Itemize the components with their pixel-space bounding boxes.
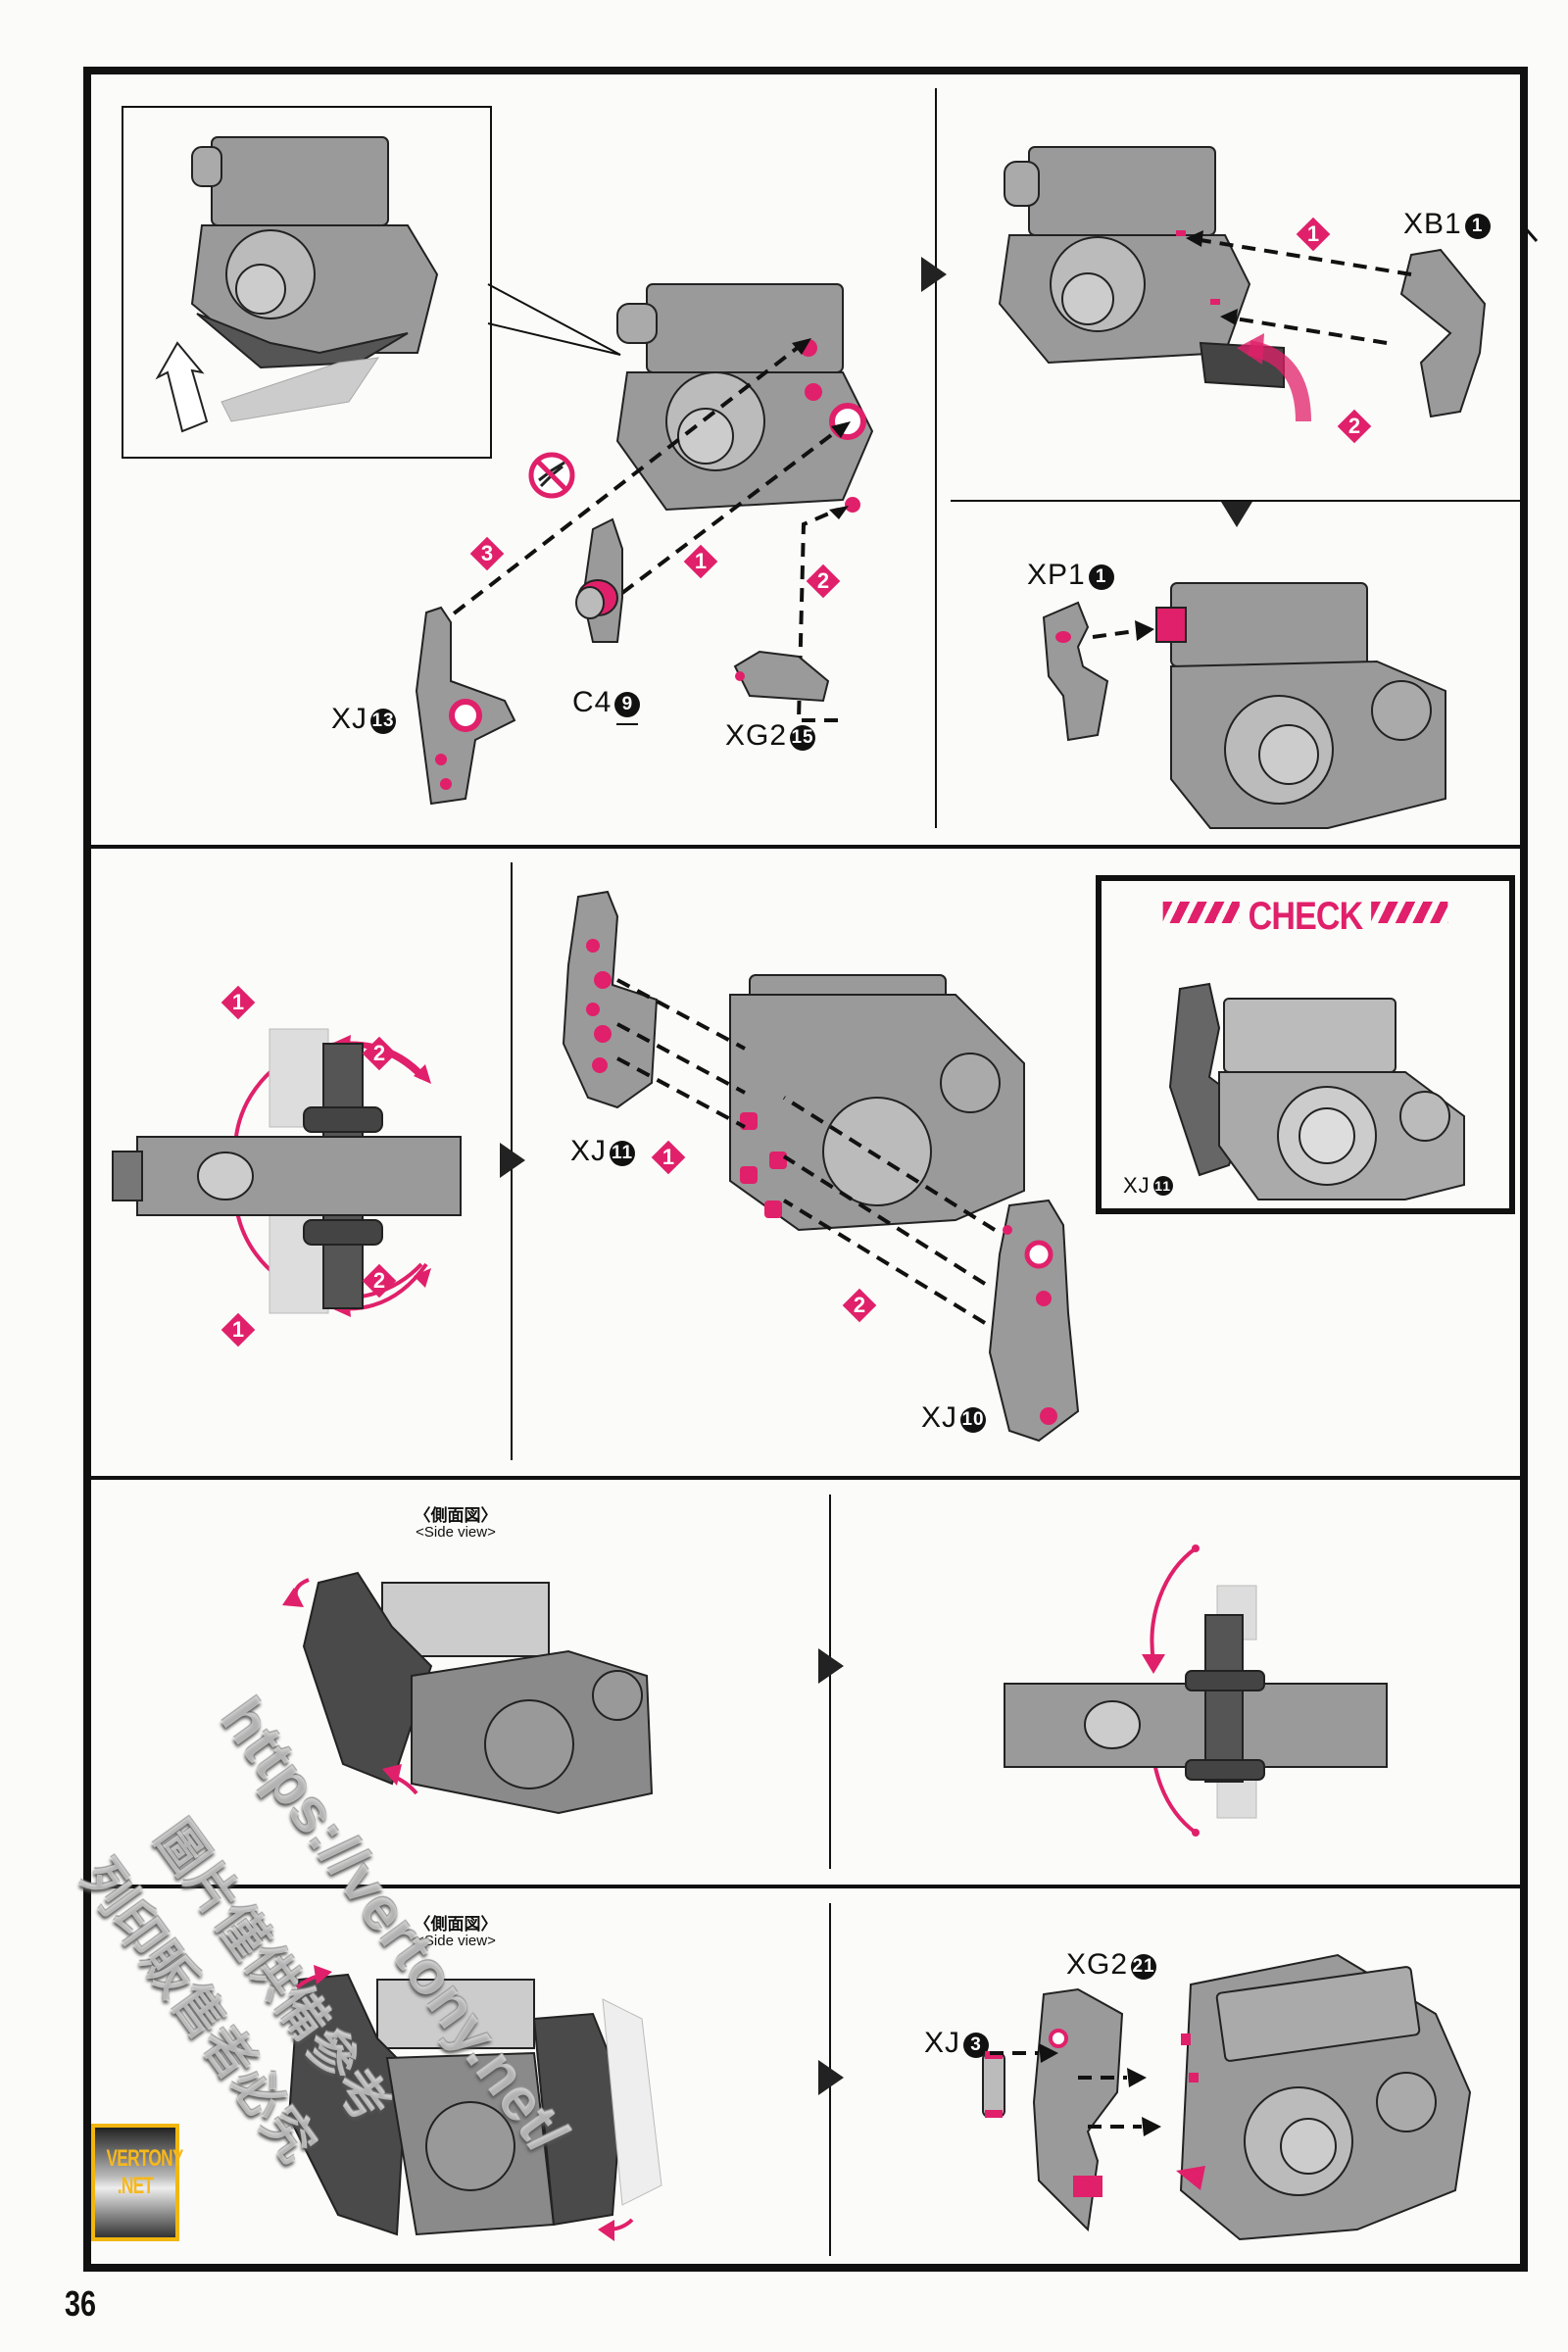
warning-stripes (1162, 902, 1241, 923)
part-xb1 (1399, 248, 1487, 418)
engine-block-check-view (1168, 982, 1465, 1200)
no-nippers-icon (528, 452, 575, 499)
step-marker: 3 (469, 536, 505, 571)
engine-block-underside-detail (155, 136, 439, 433)
engine-block-final-step (1176, 1953, 1472, 2241)
row-divider-1 (91, 845, 1520, 849)
warning-stripes (1370, 902, 1448, 923)
vertony-logo: VERTONY .NET (91, 2124, 183, 2241)
side-view-engine-closed (287, 1965, 662, 2241)
step-marker: 1 (1296, 217, 1331, 252)
part-xg2-21 (1032, 1987, 1124, 2232)
page-frame (83, 67, 1528, 2272)
next-step-arrow (921, 257, 947, 292)
top-view-rotation-diagram (112, 1028, 462, 1317)
part-xp1 (1042, 601, 1109, 742)
step-marker: 1 (683, 544, 718, 579)
step-marker: 1 (220, 1312, 256, 1348)
assembly-guides (434, 338, 851, 722)
detail-inset (122, 106, 492, 459)
part-xj13 (415, 606, 516, 806)
row-divider-2 (91, 1476, 1520, 1480)
corner-bracket (1521, 76, 1539, 242)
part-c4-9 (575, 517, 623, 643)
side-view-caption: 〈側面図〉 <Side view> (414, 1506, 498, 1541)
step-marker: 2 (362, 1263, 397, 1298)
side-view-engine-rotated (282, 1571, 654, 1815)
check-title: CHECK (1132, 895, 1479, 939)
step-marker: 2 (362, 1036, 397, 1071)
top-view-rotated-diagram (1004, 1544, 1388, 1837)
col-divider-row1 (935, 88, 937, 828)
next-step-arrow (818, 2060, 844, 2095)
row-divider-3 (91, 1885, 1520, 1888)
part-xj10 (988, 1199, 1080, 1443)
engine-block-xp1-step (1155, 582, 1446, 829)
step-marker: 1 (220, 985, 256, 1020)
page-number: 36 (65, 2283, 97, 2324)
step-marker: 1 (651, 1140, 686, 1175)
engine-block-xb1-step (998, 146, 1285, 389)
next-step-arrow (500, 1143, 525, 1178)
step-marker: 2 (1337, 409, 1372, 444)
side-view-caption: 〈側面図〉 <Side view> (414, 1915, 498, 1949)
assembly-guides-side-panels (616, 978, 997, 1325)
next-step-arrow (818, 1648, 844, 1684)
next-step-arrow-down (1221, 502, 1252, 527)
sub-divider-row1-right (951, 500, 1524, 502)
part-xg2-15 (733, 650, 830, 703)
step-marker: 2 (806, 564, 841, 599)
step-marker: 2 (842, 1288, 877, 1323)
part-xj11 (562, 890, 659, 1109)
callout-pointer (487, 283, 621, 356)
assembly-guide-xp1 (1092, 620, 1154, 641)
assembly-guides-xb1 (1186, 230, 1412, 422)
